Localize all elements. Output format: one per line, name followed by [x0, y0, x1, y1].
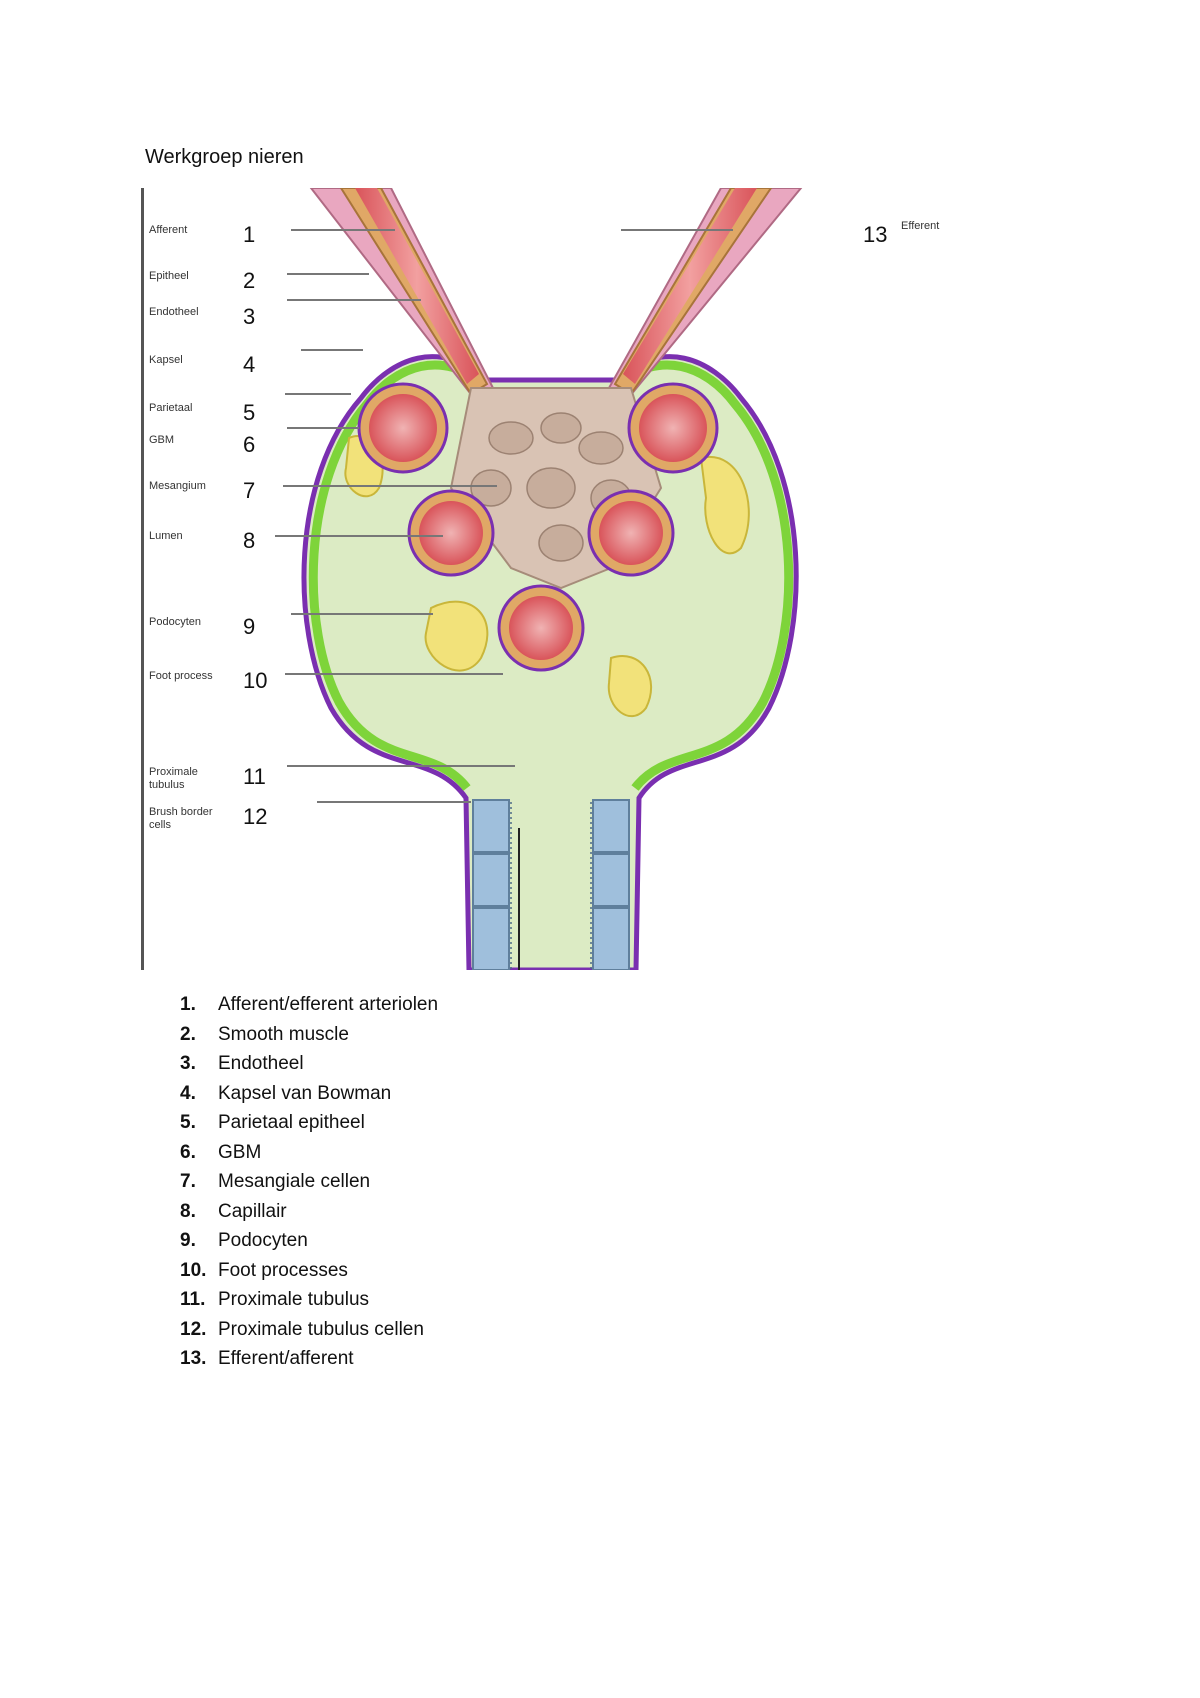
list-item-text: Proximale tubulus [218, 1289, 370, 1310]
list-item-text: Kapsel van Bowman [218, 1082, 392, 1104]
side-label-number: 11 [243, 764, 266, 789]
side-label-10: Foot process 10 [145, 668, 285, 696]
side-label-text: Foot process [149, 670, 213, 682]
list-item-text: Capillair [218, 1200, 287, 1222]
proximal-tubule-cells [472, 799, 630, 970]
side-label-text: Endotheel [149, 306, 199, 318]
side-label-text: Lumen [149, 530, 183, 542]
list-item: 9. Podocyten [180, 1226, 438, 1256]
side-label-5: Parietaal 5 [145, 400, 285, 428]
left-rule [141, 188, 144, 970]
list-item-number: 3. [180, 1053, 196, 1074]
capillary-loop [627, 382, 719, 474]
podocytes [344, 435, 750, 718]
side-label-number: 5 [243, 400, 256, 425]
list-item-number: 6. [180, 1141, 196, 1163]
side-label-3: Endotheel 3 [145, 304, 285, 332]
side-label-6: GBM 6 [145, 432, 285, 460]
side-label-text: Afferent [149, 224, 188, 236]
side-label-text: Mesangium [149, 480, 206, 492]
side-label-text: Parietaal [149, 402, 193, 414]
side-label-1: Afferent 1 [145, 222, 285, 250]
list-item: 12. Proximale tubulus cellen [180, 1315, 438, 1345]
list-item-number: 4. [180, 1082, 196, 1104]
list-item-number: 12. [180, 1318, 207, 1340]
side-label-number: 4 [243, 352, 256, 377]
list-item-text: Foot processes [218, 1259, 348, 1281]
list-item: 4. Kapsel van Bowman [180, 1079, 438, 1109]
list-item: 8. Capillair [180, 1197, 438, 1227]
side-label-number: 10 [243, 668, 268, 693]
list-item-number: 2. [180, 1023, 196, 1045]
side-label-8: Lumen 8 [145, 528, 285, 556]
list-item-number: 13. [180, 1348, 207, 1369]
side-label-2: Epitheel 2 [145, 268, 285, 296]
side-label-number: 8 [243, 528, 256, 553]
side-label-4: Kapsel 4 [145, 352, 285, 380]
list-item-text: Proximale tubulus cellen [218, 1318, 424, 1340]
side-label-text: GBM [149, 434, 175, 446]
capillary-loop [497, 584, 585, 672]
glomerulus-diagram [141, 188, 803, 970]
list-item-number: 5. [180, 1112, 196, 1133]
list-item: 1. Afferent/efferent arteriolen [180, 990, 438, 1020]
list-item-text: Podocyten [218, 1230, 308, 1251]
capillary-loop [587, 489, 675, 577]
side-label-text: Epitheel [149, 270, 189, 282]
capillary-loop [357, 382, 449, 474]
list-item: 6. GBM [180, 1138, 438, 1168]
capillary-loop [407, 489, 495, 577]
list-item-number: 10. [180, 1259, 207, 1281]
side-label-12: Brush border cells 12 [145, 804, 285, 832]
list-item-text: Efferent/afferent [218, 1348, 354, 1369]
list-item-number: 1. [180, 994, 196, 1015]
side-label-text: Efferent [901, 220, 940, 232]
list-item-text: Smooth muscle [218, 1023, 349, 1045]
list-item: 10. Foot processes [180, 1256, 438, 1286]
side-label-number: 9 [243, 614, 256, 639]
side-label-13: 13 Efferent [863, 220, 973, 250]
side-label-9: Podocyten 9 [145, 614, 285, 642]
parietal-epithelium [308, 360, 489, 791]
answer-list: 1. Afferent/efferent arteriolen 2. Smooth m… [180, 990, 438, 1374]
list-item-number: 9. [180, 1230, 196, 1251]
list-item-text: GBM [218, 1141, 262, 1163]
side-label-number: 2 [243, 268, 256, 293]
list-item-number: 11. [180, 1289, 206, 1310]
side-label-number: 13 [863, 222, 888, 247]
capillaries [357, 382, 719, 672]
list-item: 7. Mesangiale cellen [180, 1167, 438, 1197]
list-item-number: 7. [180, 1171, 196, 1192]
side-label-7: Mesangium 7 [145, 478, 285, 506]
leader-lines [275, 229, 733, 803]
side-label-number: 12 [243, 804, 268, 829]
list-item-text: Parietaal epitheel [218, 1112, 365, 1133]
side-label-number: 3 [243, 304, 256, 329]
list-item: 13. Efferent/afferent [180, 1344, 438, 1374]
list-item-text: Afferent/efferent arteriolen [218, 994, 439, 1015]
list-item-text: Endotheel [218, 1053, 304, 1074]
side-label-text: Kapsel [149, 354, 183, 366]
list-item-number: 8. [180, 1200, 196, 1222]
list-item: 3. Endotheel [180, 1049, 438, 1079]
side-label-number: 6 [243, 432, 256, 457]
side-label-11: Proximale tubulus 11 [145, 764, 285, 792]
list-item: 5. Parietaal epitheel [180, 1108, 438, 1138]
list-item: 2. Smooth muscle [180, 1020, 438, 1050]
side-label-text: Brush border cells [149, 806, 213, 831]
side-label-text: Podocyten [149, 616, 201, 628]
list-item: 11. Proximale tubulus [180, 1285, 438, 1315]
brush-border [510, 802, 592, 970]
side-label-number: 7 [243, 478, 256, 503]
list-item-text: Mesangiale cellen [218, 1171, 371, 1192]
page-title: Werkgroep nieren [145, 146, 304, 168]
side-label-number: 1 [243, 222, 256, 247]
side-label-text: Proximale tubulus [149, 766, 198, 791]
